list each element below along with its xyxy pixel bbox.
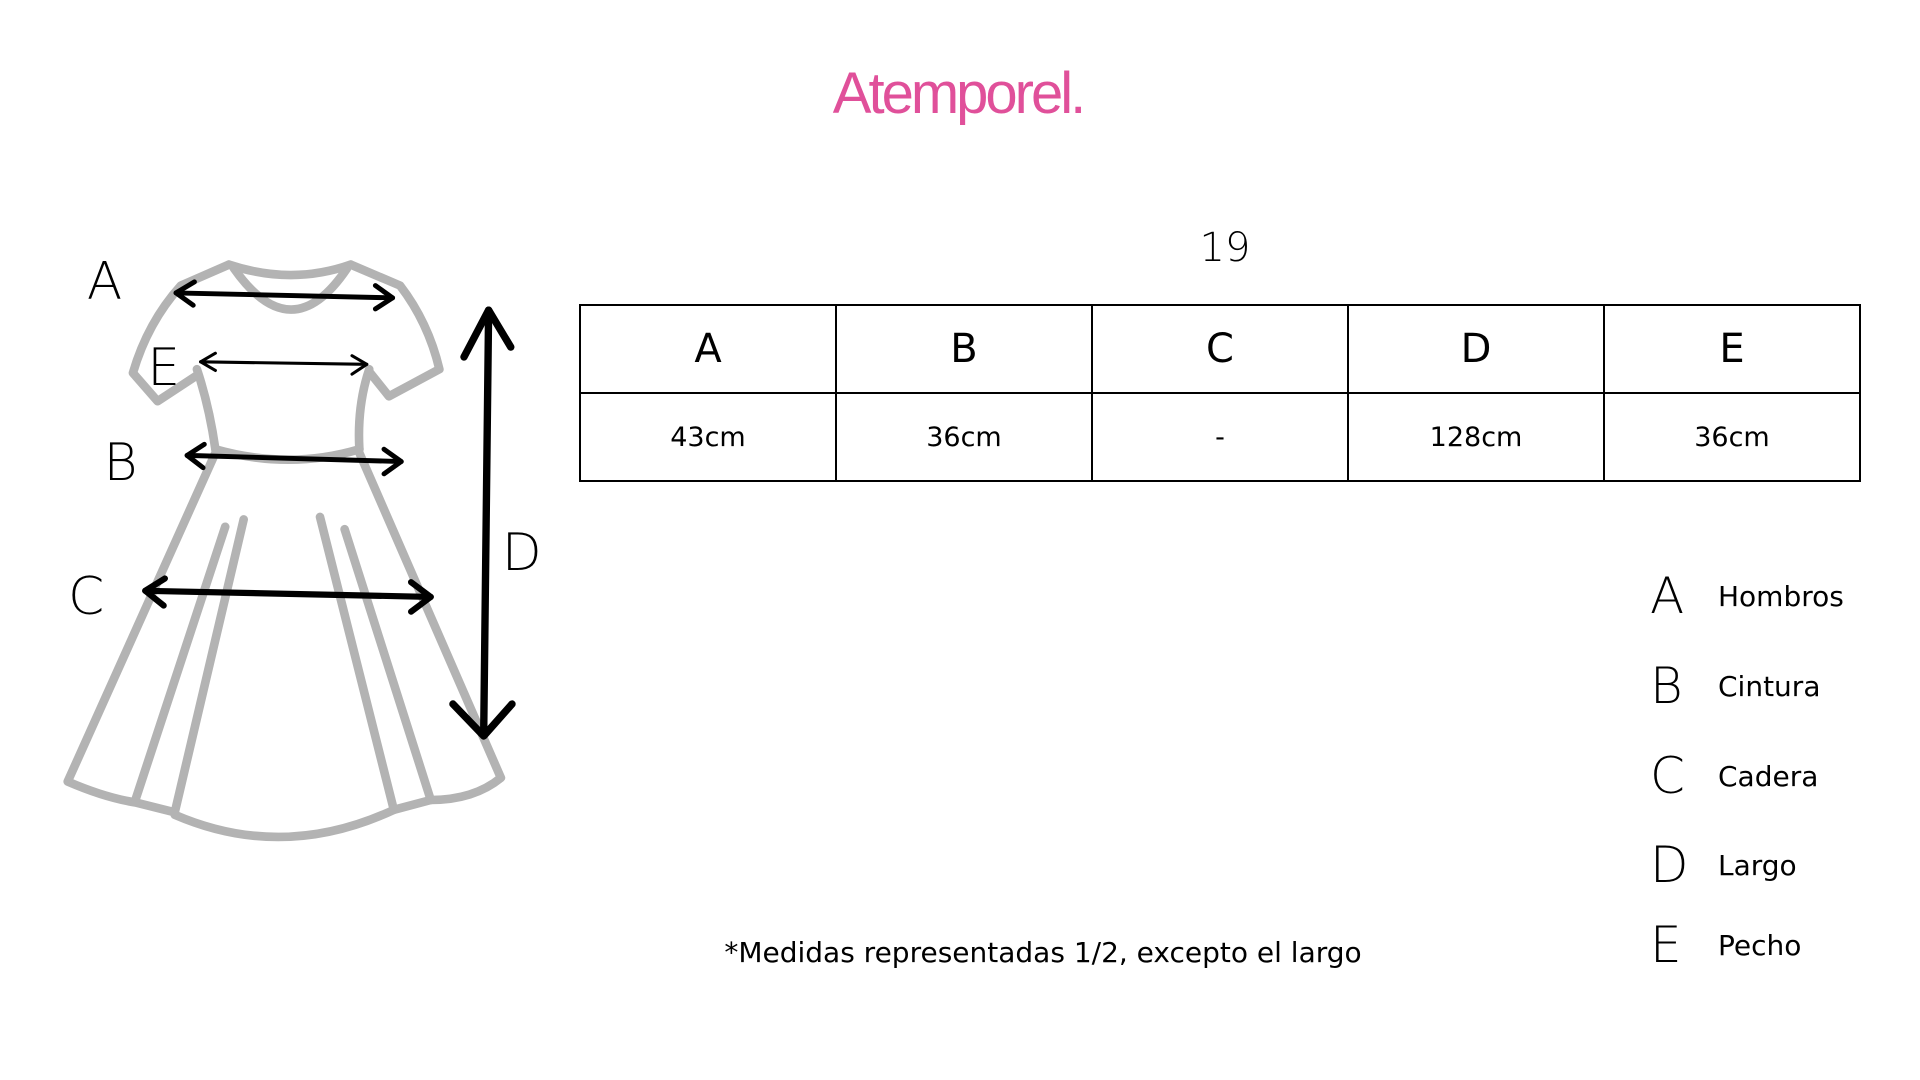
legend-label: Pecho — [1718, 928, 1802, 962]
legend-item: A Hombros — [1650, 566, 1910, 626]
brand-logo-text: Atemporel. — [832, 61, 1086, 126]
legend-item: B Cintura — [1650, 656, 1910, 716]
arrow-a — [173, 279, 396, 312]
table-header-row: A B C D E — [579, 304, 1861, 394]
legend-item: E Pecho — [1650, 915, 1910, 975]
arrow-e — [199, 351, 369, 376]
value-d: 128cm — [1347, 392, 1605, 482]
arrow-d — [449, 306, 516, 740]
value-e: 36cm — [1603, 392, 1861, 482]
legend-key: C — [1650, 747, 1685, 805]
header-b: B — [835, 304, 1093, 394]
diagram-label-c: C — [68, 567, 104, 627]
diagram-label-d: D — [502, 523, 542, 583]
legend-label: Cintura — [1718, 669, 1821, 703]
brand-logo: Atemporel. — [0, 60, 1920, 127]
diagram-label-b: B — [104, 433, 138, 493]
legend-key: B — [1650, 657, 1683, 715]
value-c: - — [1091, 392, 1349, 482]
value-b: 36cm — [835, 392, 1093, 482]
measurements-table: A B C D E 43cm 36cm - 128cm 36cm — [579, 304, 1861, 482]
arrow-c — [142, 575, 434, 615]
value-a: 43cm — [579, 392, 837, 482]
table-row: 43cm 36cm - 128cm 36cm — [579, 392, 1861, 482]
legend-item: C Cadera — [1650, 746, 1910, 806]
header-c: C — [1091, 304, 1349, 394]
header-d: D — [1347, 304, 1605, 394]
legend-key: A — [1650, 567, 1685, 625]
header-a: A — [579, 304, 837, 394]
arrow-b — [184, 441, 404, 477]
diagram-label-a: A — [87, 252, 122, 312]
legend-key: E — [1650, 916, 1682, 974]
legend-label: Cadera — [1718, 759, 1819, 793]
header-e: E — [1603, 304, 1861, 394]
legend-key: D — [1650, 836, 1689, 894]
diagram-label-e: E — [147, 338, 180, 398]
size-label: 19 — [1199, 225, 1251, 271]
dress-outline — [63, 260, 506, 842]
legend-label: Largo — [1718, 848, 1797, 882]
footnote: *Medidas representadas 1/2, excepto el l… — [724, 936, 1362, 969]
legend-label: Hombros — [1718, 579, 1844, 613]
legend-item: D Largo — [1650, 835, 1910, 895]
